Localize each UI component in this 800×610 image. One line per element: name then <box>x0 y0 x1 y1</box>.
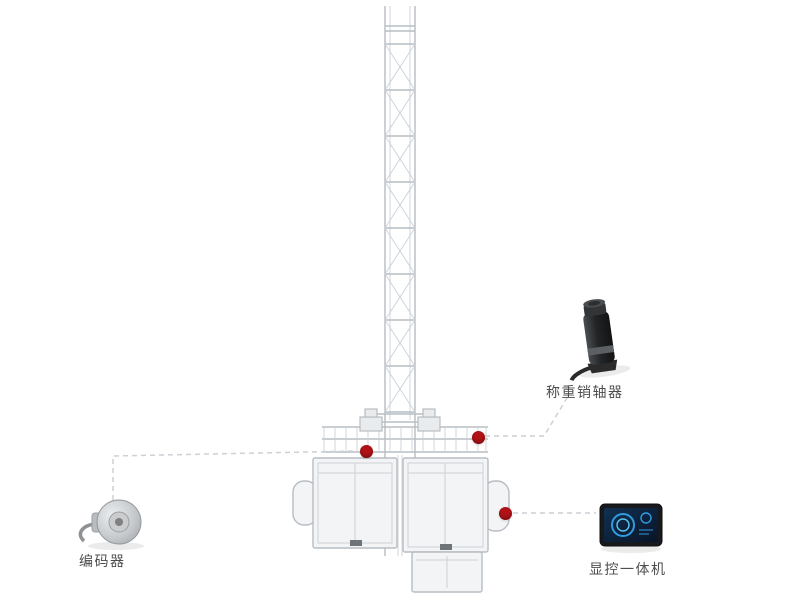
callout-lines <box>112 397 596 514</box>
label-weighing-pin-sensor: 称重销轴器 <box>546 384 624 400</box>
right-cage-lower-panel <box>411 551 483 593</box>
display-control-unit-photo <box>599 503 663 553</box>
encoder-photo <box>78 499 144 550</box>
drive-unit-left <box>359 416 383 432</box>
drive-unit-right <box>417 416 441 432</box>
label-encoder: 编码器 <box>79 553 126 569</box>
right-cage <box>402 457 489 553</box>
marker-weighing-pin-point <box>472 431 485 444</box>
marker-display-unit-point <box>499 507 512 520</box>
marker-encoder-point <box>360 445 373 458</box>
left-cage <box>312 457 398 549</box>
cage-top-railing <box>322 408 488 453</box>
weighing-pin-sensor-photo <box>569 299 631 382</box>
hoist-cages <box>292 455 510 593</box>
label-display-control-unit: 显控一体机 <box>589 561 667 577</box>
callout-line-weighing-pin <box>485 397 568 437</box>
